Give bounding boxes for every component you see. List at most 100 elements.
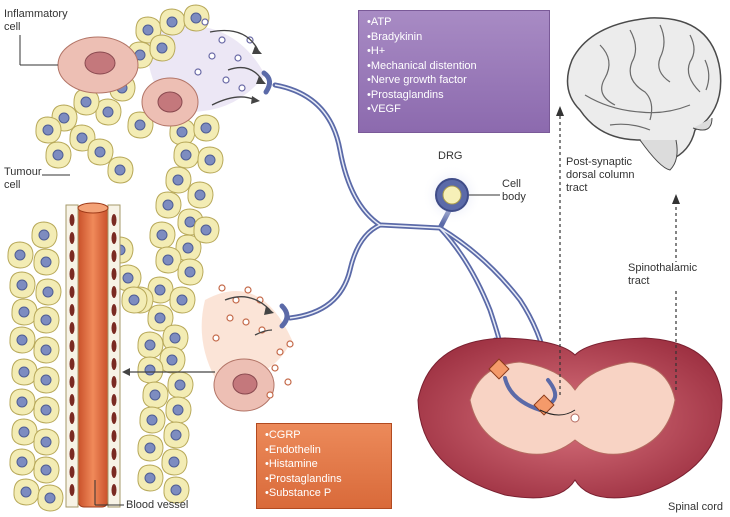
mediator-item: CGRP — [265, 428, 383, 443]
mediator-dot — [195, 69, 201, 75]
inflammatory-cell — [214, 359, 274, 411]
endothelial-cell — [112, 322, 117, 334]
mediator-dot — [219, 37, 225, 43]
tumour-cell — [162, 449, 187, 475]
tumour-cell — [34, 457, 59, 483]
tumour-mediators-list: ATPBradykininH+Mechanical distentionNerv… — [367, 15, 541, 117]
tumour-cell — [36, 279, 61, 305]
cell-body-label: Cell body — [502, 178, 526, 204]
inflammatory-cell — [58, 37, 138, 93]
mediator-item: Histamine — [265, 457, 383, 472]
endothelial-cell — [70, 340, 75, 352]
endothelial-cell — [112, 214, 117, 226]
tumour-cell — [12, 359, 37, 385]
tumour-cell — [178, 259, 203, 285]
mediator-dot — [227, 315, 233, 321]
tumour-cell — [170, 287, 195, 313]
tumour-cell — [12, 419, 37, 445]
mediator-dot — [243, 319, 249, 325]
mediator-dot — [223, 77, 229, 83]
nerve-mediators-list: CGRPEndothelinHistamineProstaglandinsSub… — [265, 428, 383, 501]
endothelial-cell — [70, 484, 75, 496]
endothelial-cell — [112, 484, 117, 496]
drg-label: DRG — [438, 150, 462, 163]
tumour-cell — [143, 382, 168, 408]
tumour-cell — [188, 182, 213, 208]
tumour-cell — [36, 117, 61, 143]
tumour-cell — [184, 5, 209, 31]
mediator-dot — [219, 285, 225, 291]
endothelial-cell — [70, 268, 75, 280]
spinal-cord-label: Spinal cord — [668, 501, 723, 514]
mediator-dot — [202, 19, 208, 25]
mediator-item: Prostaglandins — [265, 472, 383, 487]
nerve-mediators-box: CGRPEndothelinHistamineProstaglandinsSub… — [256, 423, 392, 509]
endothelial-cell — [112, 340, 117, 352]
tumour-cell — [194, 115, 219, 141]
tumour-cell — [160, 347, 185, 373]
mediator-item: Substance P — [265, 486, 383, 501]
tumour-cell — [164, 422, 189, 448]
tumour-cell — [38, 485, 63, 511]
tumour-cell — [150, 35, 175, 61]
tumour-cell-label: Tumour cell — [4, 166, 42, 192]
mediator-item: Endothelin — [265, 443, 383, 458]
endothelial-cell — [112, 394, 117, 406]
endothelial-cell — [70, 214, 75, 226]
endothelial-cell — [112, 448, 117, 460]
tumour-mediators-box: ATPBradykininH+Mechanical distentionNerv… — [358, 10, 550, 133]
tumour-cell — [10, 272, 35, 298]
mediator-item: VEGF — [367, 102, 541, 117]
tumour-cell — [34, 367, 59, 393]
tumour-cell — [138, 332, 163, 358]
endothelial-cell — [70, 286, 75, 298]
tumour-cell — [166, 167, 191, 193]
tumour-cell — [34, 307, 59, 333]
tumour-cell — [174, 142, 199, 168]
endothelial-cell — [70, 358, 75, 370]
tumour-cell — [160, 9, 185, 35]
tumour-cell — [140, 407, 165, 433]
tumour-cell — [34, 337, 59, 363]
mediator-dot — [277, 349, 283, 355]
inflammatory-cell — [142, 78, 198, 126]
tumour-cell — [138, 435, 163, 461]
endothelial-cell — [112, 376, 117, 388]
tumour-cell — [88, 139, 113, 165]
endothelial-cell — [112, 232, 117, 244]
endothelial-cell — [112, 358, 117, 370]
endothelial-cell — [112, 250, 117, 262]
tumour-cell — [156, 192, 181, 218]
endothelial-cell — [70, 376, 75, 388]
spinal-cord-section — [418, 338, 722, 498]
endothelial-cell — [70, 232, 75, 244]
endothelial-cell — [70, 448, 75, 460]
tumour-cell — [12, 299, 37, 325]
endothelial-cell — [70, 322, 75, 334]
tumour-cell — [10, 449, 35, 475]
endothelial-cell — [70, 394, 75, 406]
tumour-cell — [194, 217, 219, 243]
endothelial-cell — [112, 304, 117, 316]
mediator-item: Bradykinin — [367, 30, 541, 45]
tumour-cell — [34, 397, 59, 423]
tumour-cell — [168, 372, 193, 398]
tumour-cell — [96, 99, 121, 125]
mediator-dot — [287, 341, 293, 347]
tumour-cell — [198, 147, 223, 173]
inflammatory-cell-label: Inflammatory cell — [4, 8, 68, 34]
brain — [568, 18, 721, 170]
tumour-cell — [34, 429, 59, 455]
endothelial-cell — [112, 412, 117, 424]
endothelial-cell — [112, 268, 117, 280]
mediator-dot — [272, 365, 278, 371]
tumour-cell — [150, 222, 175, 248]
tumour-cell — [34, 249, 59, 275]
endothelial-cell — [112, 466, 117, 478]
tumour-cell — [138, 465, 163, 491]
endothelial-cell — [70, 412, 75, 424]
mediator-item: H+ — [367, 44, 541, 59]
post-synaptic-tract-label: Post-synaptic dorsal column tract — [566, 156, 634, 195]
endothelial-cell — [70, 250, 75, 262]
endothelial-cell — [112, 430, 117, 442]
